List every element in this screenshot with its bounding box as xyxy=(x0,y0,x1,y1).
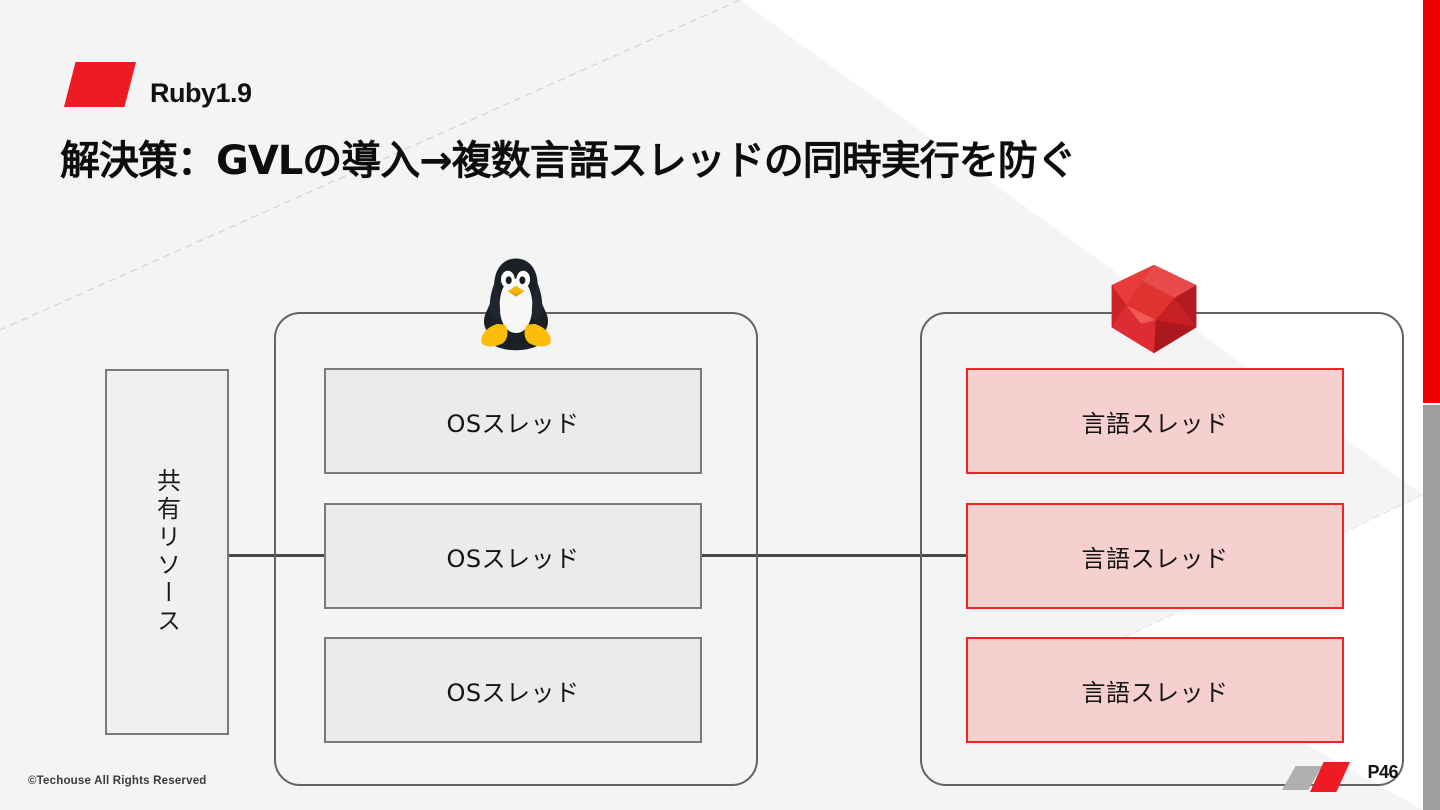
edge-bar-gray xyxy=(1423,405,1440,810)
page-title: 解決策：GVLの導入→複数言語スレッドの同時実行を防ぐ xyxy=(60,138,1077,184)
brand-logo-icon xyxy=(64,62,136,107)
copyright-text: ©Techouse All Rights Reserved xyxy=(28,775,207,787)
lang-thread-box-1: 言語スレッド xyxy=(966,368,1344,474)
lang-thread-box-2: 言語スレッド xyxy=(966,503,1344,609)
page-marker-icon xyxy=(1282,760,1356,794)
shared-resource-label: 共有リソース xyxy=(152,468,181,636)
lang-thread-box-3: 言語スレッド xyxy=(966,637,1344,743)
os-thread-box-1: OSスレッド xyxy=(324,368,702,474)
edge-bar-red xyxy=(1423,0,1440,403)
connector-shared-to-os xyxy=(229,554,326,557)
slide-eyebrow: Ruby1.9 xyxy=(150,78,252,108)
page-number: P46 xyxy=(1367,762,1398,782)
connector-os-to-lang xyxy=(700,554,968,557)
shared-resource-box: 共有リソース xyxy=(105,369,229,735)
linux-tux-icon xyxy=(481,258,551,351)
ruby-gem-icon xyxy=(1111,264,1197,354)
os-thread-box-2: OSスレッド xyxy=(324,503,702,609)
os-thread-box-3: OSスレッド xyxy=(324,637,702,743)
